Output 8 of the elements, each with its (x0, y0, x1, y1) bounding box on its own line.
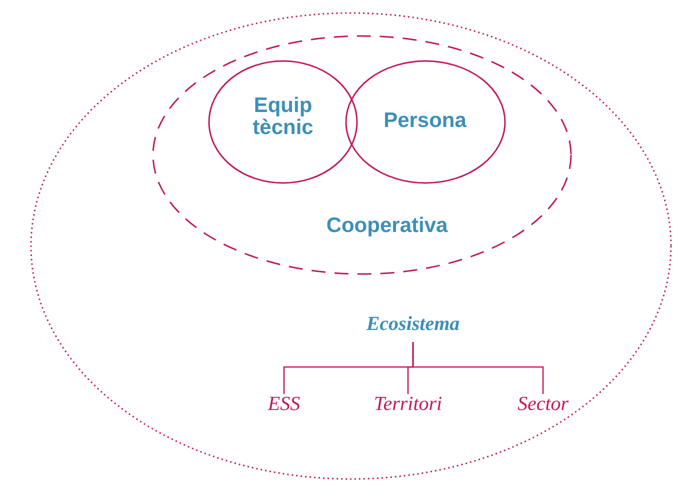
tree-item: Territori (372, 394, 444, 415)
circle-label: Equip tècnic (252, 95, 314, 140)
tree-connector (412, 342, 544, 394)
circle-label: Cooperativa (325, 215, 449, 238)
tree-item: Sector (516, 394, 570, 415)
tree-heading: Ecosistema (365, 314, 461, 335)
tree-item: ESS (266, 394, 302, 415)
circle-label: Persona (382, 110, 468, 132)
